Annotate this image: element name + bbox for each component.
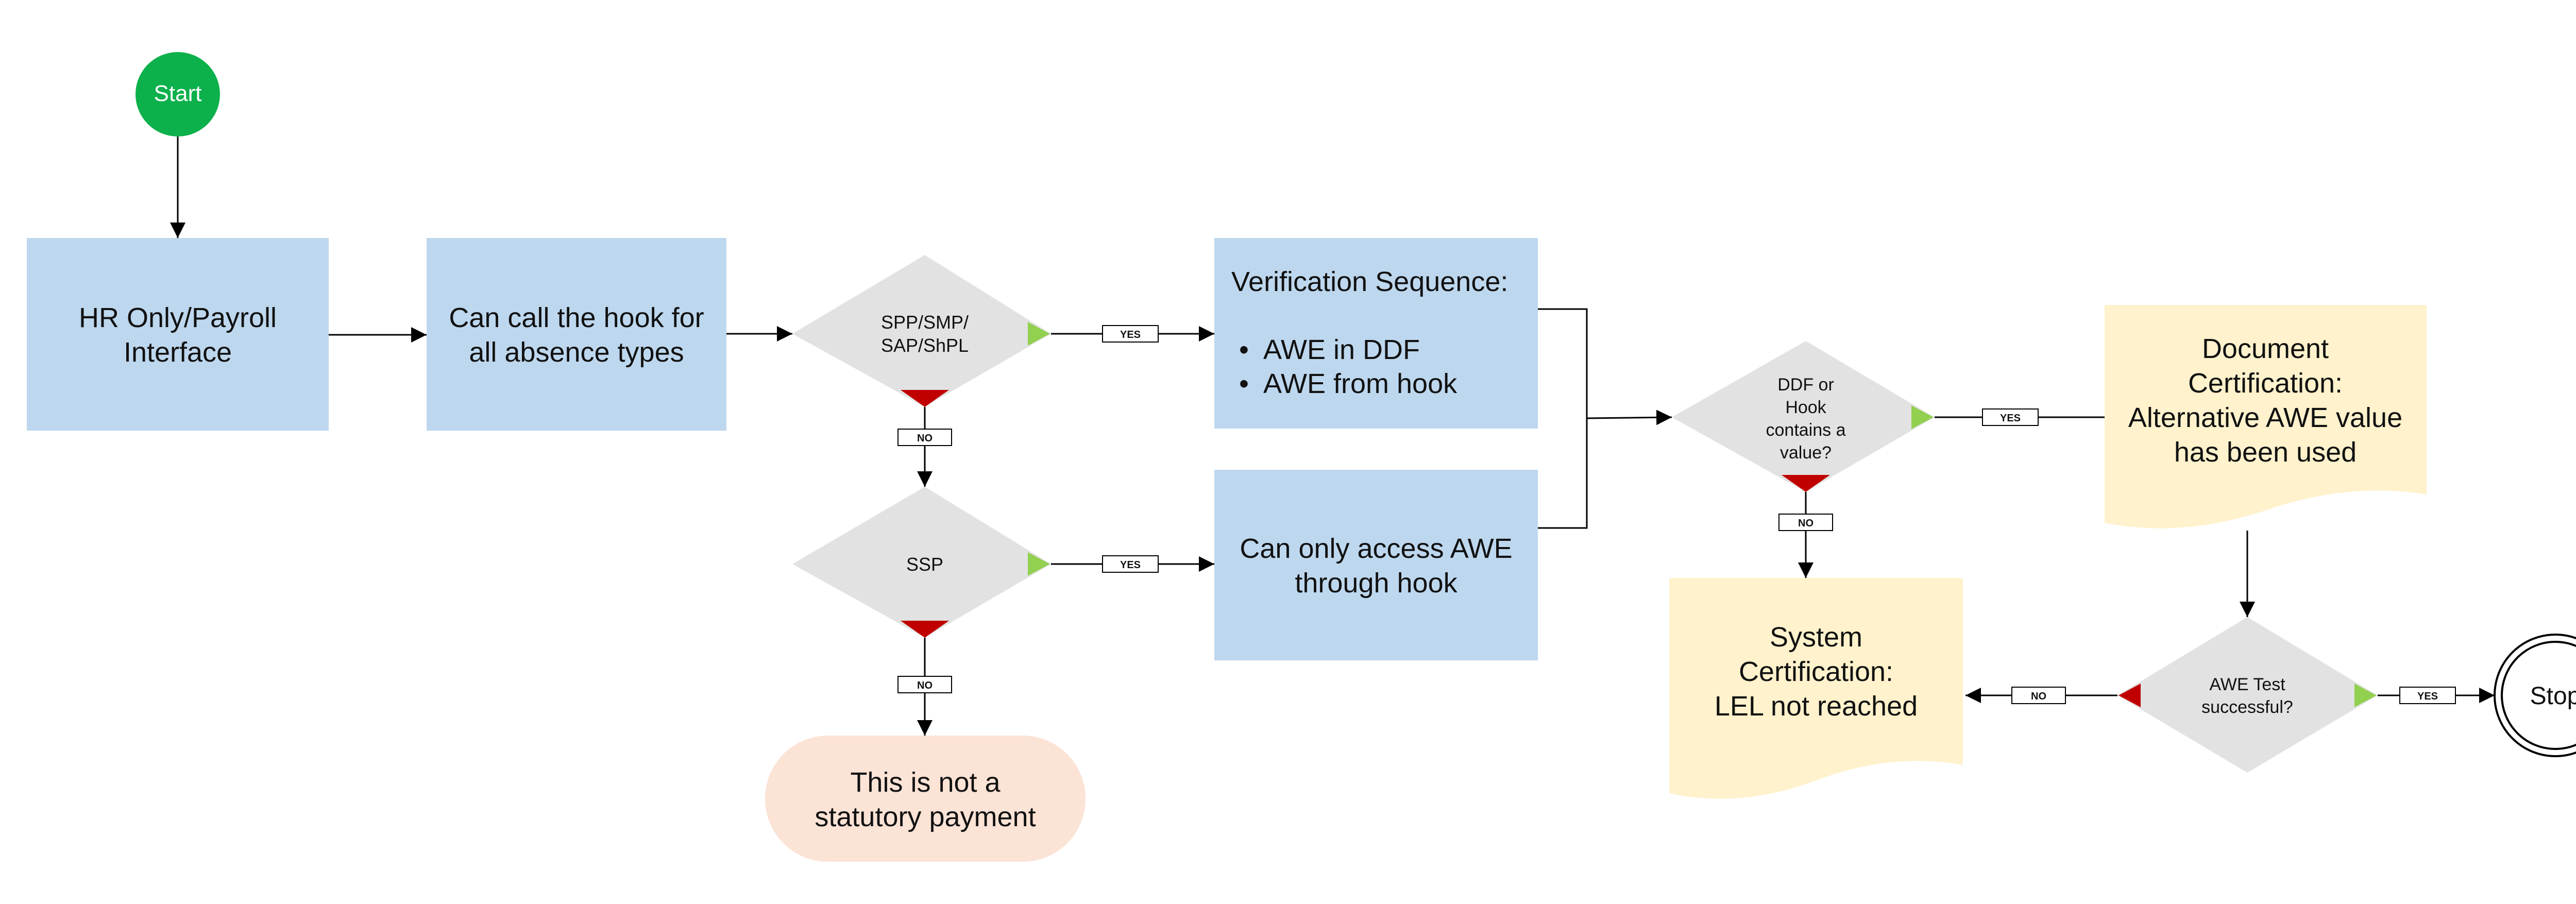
connector-label-awe-no: NO: [2011, 687, 2066, 704]
decision-awe-line2: successful?: [2201, 697, 2293, 717]
stop-inner-circle: [2501, 641, 2576, 750]
verification-bullet1: AWE in DDF: [1263, 334, 1420, 365]
connector-label-ssp-yes: YES: [1102, 555, 1159, 573]
start-label: Start: [154, 81, 202, 106]
system-certification-line3: LEL not reached: [1715, 691, 1918, 722]
verification-bullet2: AWE from hook: [1263, 368, 1458, 399]
no-arrow-icon: [901, 621, 949, 638]
decision-ssp-diamond: [792, 487, 1051, 638]
document-certification-line2: Certification:: [2188, 368, 2343, 399]
decision-spp-line1: SPP/SMP/: [881, 312, 969, 333]
decision-ddf-or-hook: DDF or Hook contains a value?: [1672, 341, 1935, 492]
connector-verification-merge: [1538, 308, 1588, 529]
stop-label: Stop: [2530, 683, 2576, 710]
connector-label-awe-yes-text: YES: [2417, 691, 2438, 702]
yes-arrow-icon: [1911, 405, 1934, 429]
verification-bullet2-marker: •: [1239, 368, 1249, 399]
process-hr-only-payroll-line1: HR Only/Payroll: [79, 302, 277, 333]
connector-label-spp-yes-text: YES: [1120, 329, 1141, 340]
process-call-hook-line2: all absence types: [469, 337, 684, 368]
decision-awe-diamond: [2117, 617, 2378, 773]
connector-label-ddf-yes: YES: [1982, 408, 2039, 426]
connector-label-ssp-yes-text: YES: [1120, 559, 1141, 571]
terminal-not-statutory-line1: This is not a: [850, 767, 1001, 798]
connector-label-spp-no-text: NO: [917, 433, 933, 444]
verification-title: Verification Sequence:: [1231, 266, 1508, 297]
process-verification-sequence: Verification Sequence: • AWE in DDF • AW…: [1214, 238, 1538, 429]
stop-node: Stop: [2494, 634, 2576, 757]
document-certification-line3: Alternative AWE value: [2128, 402, 2402, 433]
yes-arrow-icon: [2354, 684, 2377, 707]
decision-spp-line2: SAP/ShPL: [881, 335, 969, 356]
process-call-hook: Can call the hook for all absence types: [427, 238, 726, 431]
terminal-not-statutory-line2: statutory payment: [815, 801, 1036, 832]
process-hr-only-payroll: HR Only/Payroll Interface: [27, 238, 329, 431]
document-certification-line1: Document: [2202, 333, 2329, 364]
system-certification-line1: System: [1770, 622, 1862, 653]
decision-spp-diamond: [792, 255, 1051, 407]
decision-ddf-diamond: [1672, 341, 1935, 492]
start-node: Start: [135, 52, 220, 137]
decision-spp-smp-sap-shpl: SPP/SMP/ SAP/ShPL: [792, 255, 1051, 407]
connector-merge-to-ddf: [1586, 410, 1672, 425]
connector-label-awe-yes: YES: [2399, 687, 2456, 704]
connector-label-spp-no: NO: [897, 429, 952, 446]
decision-awe-test: AWE Test successful?: [2117, 617, 2378, 773]
verification-bullet1-marker: •: [1239, 334, 1249, 365]
process-verification-box: [1214, 238, 1538, 429]
connector-label-ddf-no-text: NO: [1798, 518, 1814, 529]
no-arrow-icon: [1782, 475, 1830, 492]
terminal-not-statutory: This is not a statutory payment: [765, 736, 1086, 862]
process-hr-only-payroll-box: [27, 238, 329, 431]
terminal-not-statutory-shape: [765, 736, 1086, 862]
document-certification-shape: [2105, 305, 2427, 528]
system-certification: System Certification: LEL not reached: [1669, 578, 1963, 799]
no-arrow-icon: [901, 390, 949, 407]
connector-label-ssp-no-text: NO: [917, 680, 933, 691]
connector-label-ssp-no: NO: [897, 676, 952, 693]
connector-label-spp-yes: YES: [1102, 325, 1159, 343]
connector-label-awe-no-text: NO: [2031, 691, 2046, 702]
connector-label-ddf-yes-text: YES: [2000, 413, 2021, 424]
document-certification: Document Certification: Alternative AWE …: [2105, 305, 2427, 528]
connector-label-ddf-no: NO: [1778, 514, 1833, 531]
decision-ddf-line4: value?: [1780, 443, 1832, 463]
yes-arrow-icon: [1028, 322, 1050, 346]
start-circle: [135, 52, 220, 137]
decision-ddf-line1: DDF or: [1777, 375, 1834, 395]
decision-ssp-label: SSP: [906, 554, 943, 575]
yes-arrow-icon: [1028, 552, 1050, 576]
process-access-awe-line2: through hook: [1295, 568, 1458, 599]
process-access-awe-box: [1214, 470, 1538, 660]
process-access-awe-line1: Can only access AWE: [1240, 533, 1512, 564]
no-arrow-icon: [2119, 684, 2141, 707]
document-certification-line4: has been used: [2174, 437, 2357, 468]
decision-ssp: SSP: [792, 487, 1051, 638]
process-hr-only-payroll-line2: Interface: [124, 337, 232, 368]
system-certification-shape: [1669, 578, 1963, 799]
process-call-hook-line1: Can call the hook for: [449, 302, 704, 333]
decision-awe-line1: AWE Test: [2209, 675, 2285, 694]
process-call-hook-box: [427, 238, 726, 431]
process-access-awe: Can only access AWE through hook: [1214, 470, 1538, 660]
system-certification-line2: Certification:: [1739, 656, 1893, 687]
decision-ddf-line2: Hook: [1785, 398, 1826, 417]
decision-ddf-line3: contains a: [1766, 420, 1846, 440]
